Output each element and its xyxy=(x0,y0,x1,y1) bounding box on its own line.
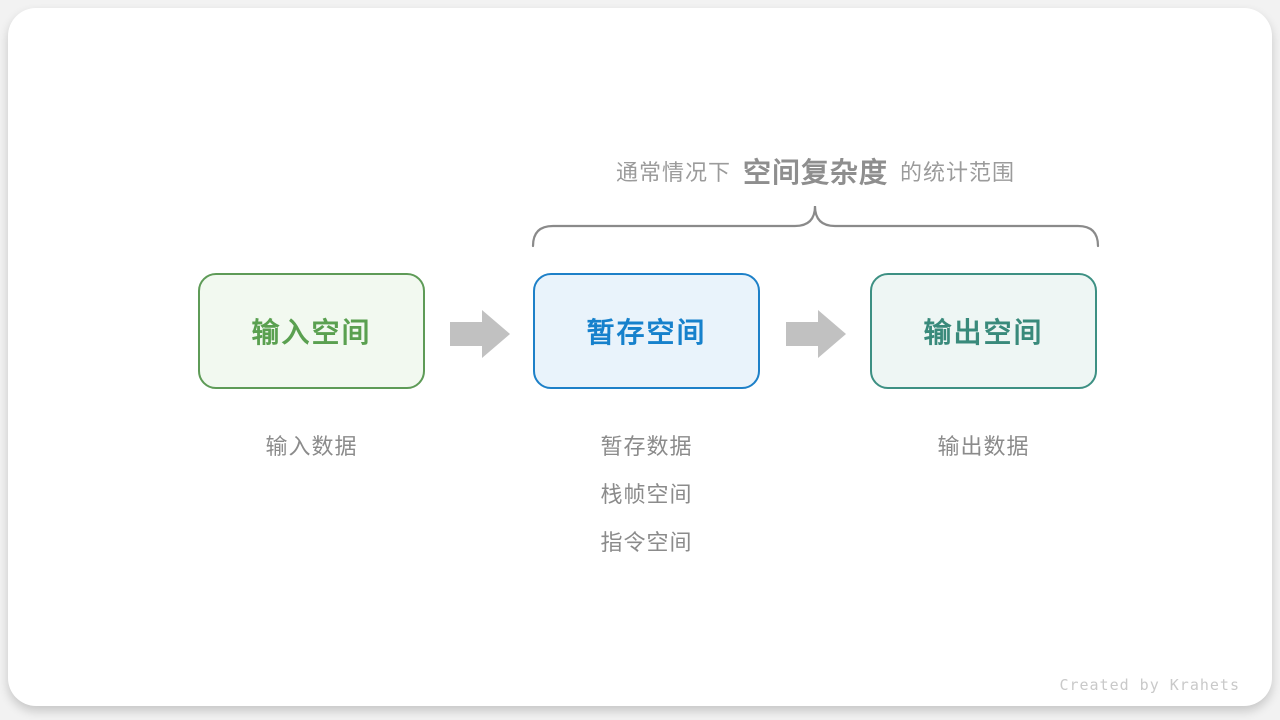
diagram-title: 通常情况下 空间复杂度 的统计范围 xyxy=(523,148,1108,194)
output-space-label: 输出空间 xyxy=(923,317,1044,348)
input-space-annotations: 输入数据 xyxy=(198,423,425,471)
arrow-right-icon xyxy=(450,310,510,358)
arrow-right-icon xyxy=(786,310,846,358)
output-space-annotations: 输出数据 xyxy=(870,423,1097,471)
annotation-line: 指令空间 xyxy=(600,530,693,555)
annotation-line: 输出数据 xyxy=(937,434,1030,459)
credit-text: Created by Krahets xyxy=(1059,676,1240,694)
input-space-box: 输入空间 xyxy=(198,273,425,389)
title-prefix: 通常情况下 xyxy=(615,160,731,185)
temp-space-annotations: 暂存数据 栈帧空间 指令空间 xyxy=(533,423,760,567)
title-emphasis: 空间复杂度 xyxy=(742,157,888,188)
scope-brace-icon xyxy=(531,205,1100,248)
temp-space-label: 暂存空间 xyxy=(586,317,707,348)
annotation-line: 栈帧空间 xyxy=(600,482,693,507)
title-suffix: 的统计范围 xyxy=(900,160,1016,185)
diagram-card: 通常情况下 空间复杂度 的统计范围 输入空间 暂存空间 输出空间 输入数据 暂存… xyxy=(8,8,1272,706)
annotation-line: 暂存数据 xyxy=(600,434,693,459)
output-space-box: 输出空间 xyxy=(870,273,1097,389)
annotation-line: 输入数据 xyxy=(265,434,358,459)
temp-space-box: 暂存空间 xyxy=(533,273,760,389)
input-space-label: 输入空间 xyxy=(251,317,372,348)
